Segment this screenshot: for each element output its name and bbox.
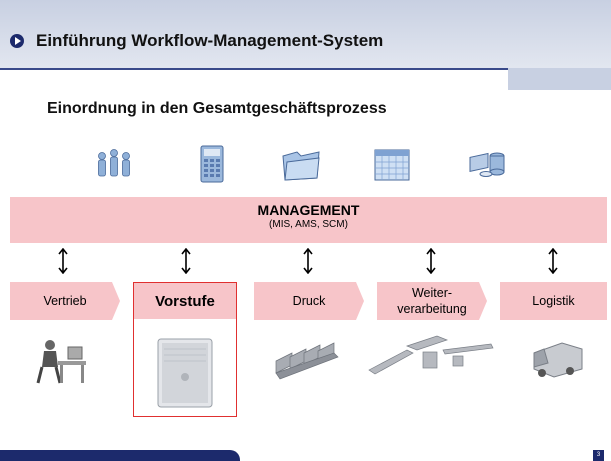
play-bullet-icon [10, 34, 24, 48]
header-band [0, 0, 611, 70]
computer-tower-icon [157, 338, 213, 408]
stage-weiterverarbeitung: Weiter- verarbeitung [377, 282, 487, 320]
page-number: 3 [593, 450, 604, 461]
folder-icon [282, 151, 320, 181]
calculator-icon [200, 145, 224, 183]
stage-vorstufe-highlight [133, 282, 237, 417]
stage-druck: Druck [254, 282, 364, 320]
finishing-line-icon [368, 335, 494, 375]
management-title: MANAGEMENT [257, 202, 360, 218]
calendar-icon [374, 149, 410, 181]
people-icon [98, 149, 130, 177]
management-subtitle: (MIS, AMS, SCM) [269, 219, 348, 230]
sales-desk-person-icon [36, 340, 86, 384]
double-arrow-icon [426, 248, 436, 274]
page-title: Einführung Workflow-Management-System [36, 31, 384, 50]
footer-bar [0, 450, 240, 461]
printing-press-icon [275, 342, 339, 380]
stage-logistik: Logistik [500, 282, 607, 320]
server-database-icon [469, 152, 505, 177]
management-bar: MANAGEMENT (MIS, AMS, SCM) [10, 197, 607, 243]
section-subtitle: Einordnung in den Gesamtgeschäftsprozess [47, 100, 387, 117]
double-arrow-icon [548, 248, 558, 274]
stage-vorstufe: Vorstufe [134, 283, 236, 319]
stage-vertrieb: Vertrieb [10, 282, 120, 320]
double-arrow-icon [58, 248, 68, 274]
header-tab [508, 68, 611, 90]
double-arrow-icon [303, 248, 313, 274]
double-arrow-icon [181, 248, 191, 274]
header-divider [0, 68, 508, 70]
delivery-truck-icon [533, 342, 583, 378]
